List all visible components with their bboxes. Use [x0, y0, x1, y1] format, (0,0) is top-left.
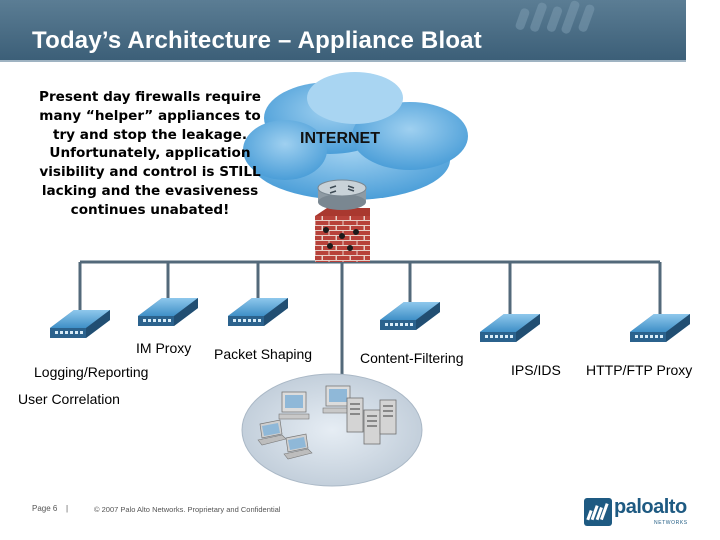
copyright-notice: © 2007 Palo Alto Networks. Proprietary a… — [94, 505, 281, 514]
footer-separator: | — [66, 504, 69, 513]
appliance-content-filtering — [380, 302, 440, 330]
page-number: Page 6 — [32, 504, 58, 513]
router-icon — [317, 179, 367, 210]
logo-watermark-icon — [515, 0, 595, 34]
cloud-icon — [243, 72, 468, 200]
palo-alto-logo-icon — [584, 498, 612, 526]
label-logging-reporting: Logging/Reporting — [34, 364, 149, 380]
appliance-ips-ids — [480, 314, 540, 342]
callout-text: Present day firewalls require many “help… — [39, 89, 261, 218]
appliance-packet-shaping — [228, 298, 288, 326]
logo-wordmark: paloalto — [614, 496, 687, 518]
title-bar: Today’s Architecture – Appliance Bloat — [0, 0, 686, 62]
firewall-icon — [315, 208, 370, 262]
label-packet-shaping: Packet Shaping — [214, 346, 313, 362]
label-user-correlation: User Correlation — [18, 391, 120, 407]
label-http-ftp-proxy: HTTP/FTP Proxy — [586, 362, 693, 378]
lan-cluster — [241, 373, 423, 487]
palo-alto-logo: paloalto NETWORKS — [584, 496, 694, 530]
label-content-filtering: Content-Filtering — [360, 350, 464, 366]
internet-label: INTERNET — [300, 130, 380, 147]
label-im-proxy: IM Proxy — [136, 340, 192, 356]
logo-subtitle: NETWORKS — [654, 520, 688, 526]
appliance-im-proxy — [138, 298, 198, 326]
slide-title: Today’s Architecture – Appliance Bloat — [32, 27, 482, 54]
appliance-http-ftp-proxy — [630, 314, 690, 342]
label-ips-ids: IPS/IDS — [511, 362, 561, 378]
appliance-logging-reporting — [50, 310, 110, 338]
